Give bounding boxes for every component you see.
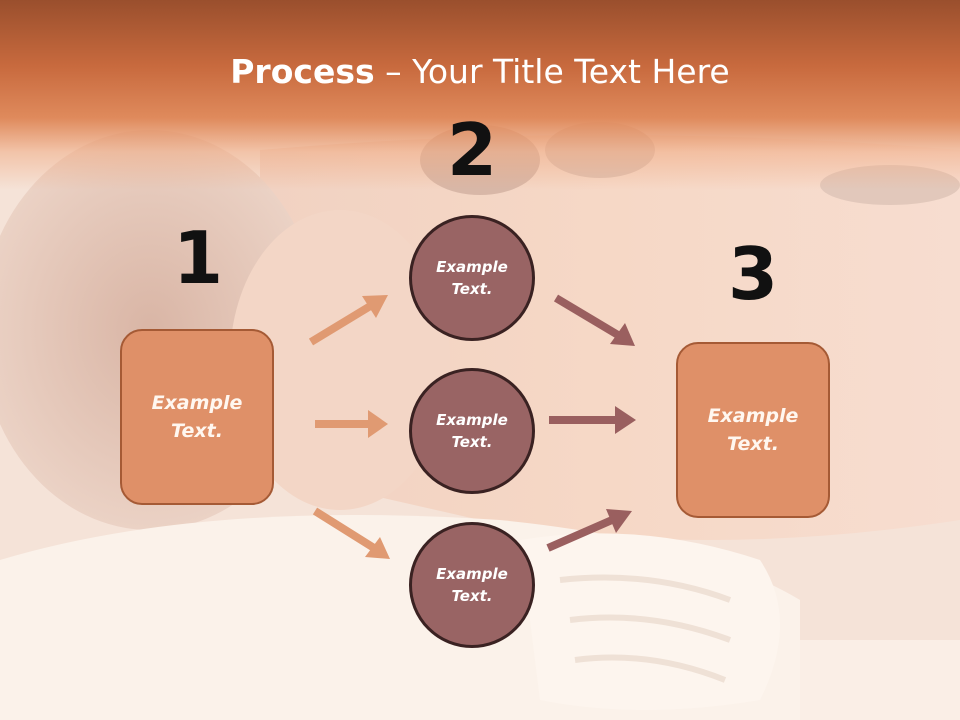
left-box-text: Example Text.: [151, 391, 243, 443]
step-3-number: 3: [727, 232, 779, 316]
slide-title: Process – Your Title Text Here: [0, 52, 960, 91]
arrow-left-to-bottom: [312, 507, 390, 559]
left-box: Example Text.: [120, 329, 274, 505]
title-rest: Your Title Text Here: [412, 52, 730, 91]
arrow-left-to-top: [308, 295, 388, 346]
step-1-number: 1: [172, 216, 224, 300]
title-band: [0, 0, 960, 190]
top-circle-text: Example Text.: [436, 257, 508, 299]
title-dash: –: [374, 52, 413, 91]
right-box: Example Text.: [676, 342, 830, 518]
bottom-circle-text: Example Text.: [436, 564, 508, 606]
arrow-top-to-right: [553, 294, 635, 346]
arrow-middle-to-right: [549, 406, 636, 434]
step-2-number: 2: [446, 108, 498, 192]
title-bold: Process: [230, 52, 375, 91]
arrow-bottom-to-right: [546, 509, 632, 552]
middle-circle-text: Example Text.: [436, 410, 508, 452]
right-box-text: Example Text.: [707, 404, 799, 456]
middle-circle: Example Text.: [409, 368, 535, 494]
top-circle: Example Text.: [409, 215, 535, 341]
bottom-circle: Example Text.: [409, 522, 535, 648]
arrow-left-to-middle: [315, 410, 388, 438]
